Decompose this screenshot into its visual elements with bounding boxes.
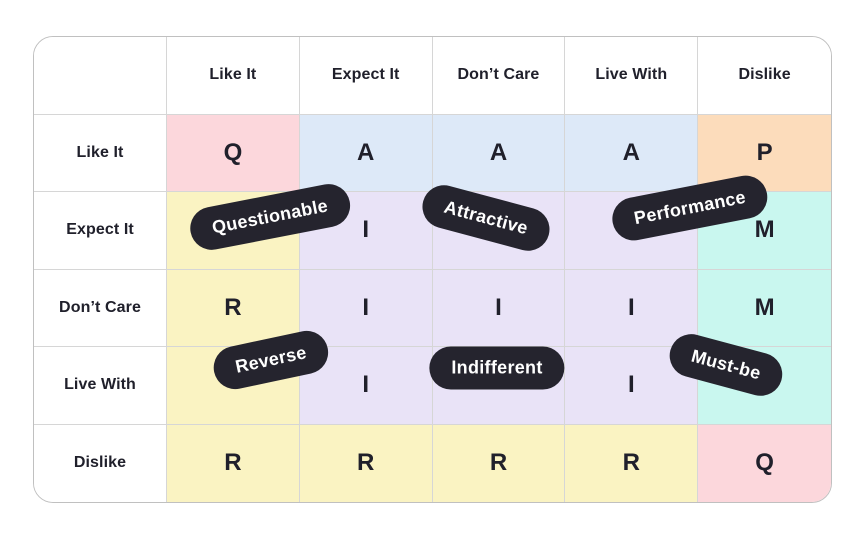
table-cell: I <box>432 269 566 347</box>
kano-table: Like It Expect It Don’t Care Live With D… <box>33 36 832 503</box>
col-header-expect-it: Expect It <box>299 37 433 115</box>
table-cell: R <box>299 424 433 502</box>
table-cell: A <box>299 114 433 192</box>
table-cell: A <box>432 114 566 192</box>
corner-cell <box>34 37 167 115</box>
table-cell: R <box>565 424 699 502</box>
row-header-dislike: Dislike <box>34 424 167 502</box>
table-cell: R <box>432 424 566 502</box>
table-cell: A <box>565 114 699 192</box>
row-header-like-it: Like It <box>34 114 167 192</box>
col-header-dislike: Dislike <box>698 37 831 115</box>
table-cell: R <box>167 269 300 347</box>
table-cell: R <box>167 424 300 502</box>
col-header-dont-care: Don’t Care <box>432 37 566 115</box>
col-header-like-it: Like It <box>167 37 300 115</box>
row-header-expect-it: Expect It <box>34 192 167 270</box>
col-header-live-with: Live With <box>565 37 699 115</box>
table-cell: I <box>565 269 699 347</box>
row-header-live-with: Live With <box>34 347 167 425</box>
table-cell: M <box>698 269 831 347</box>
table-cell: Q <box>167 114 300 192</box>
table-cell: Q <box>698 424 831 502</box>
label-chip-indifferent[interactable]: Indifferent <box>429 346 565 390</box>
table-cell: I <box>299 269 433 347</box>
row-header-dont-care: Don’t Care <box>34 269 167 347</box>
